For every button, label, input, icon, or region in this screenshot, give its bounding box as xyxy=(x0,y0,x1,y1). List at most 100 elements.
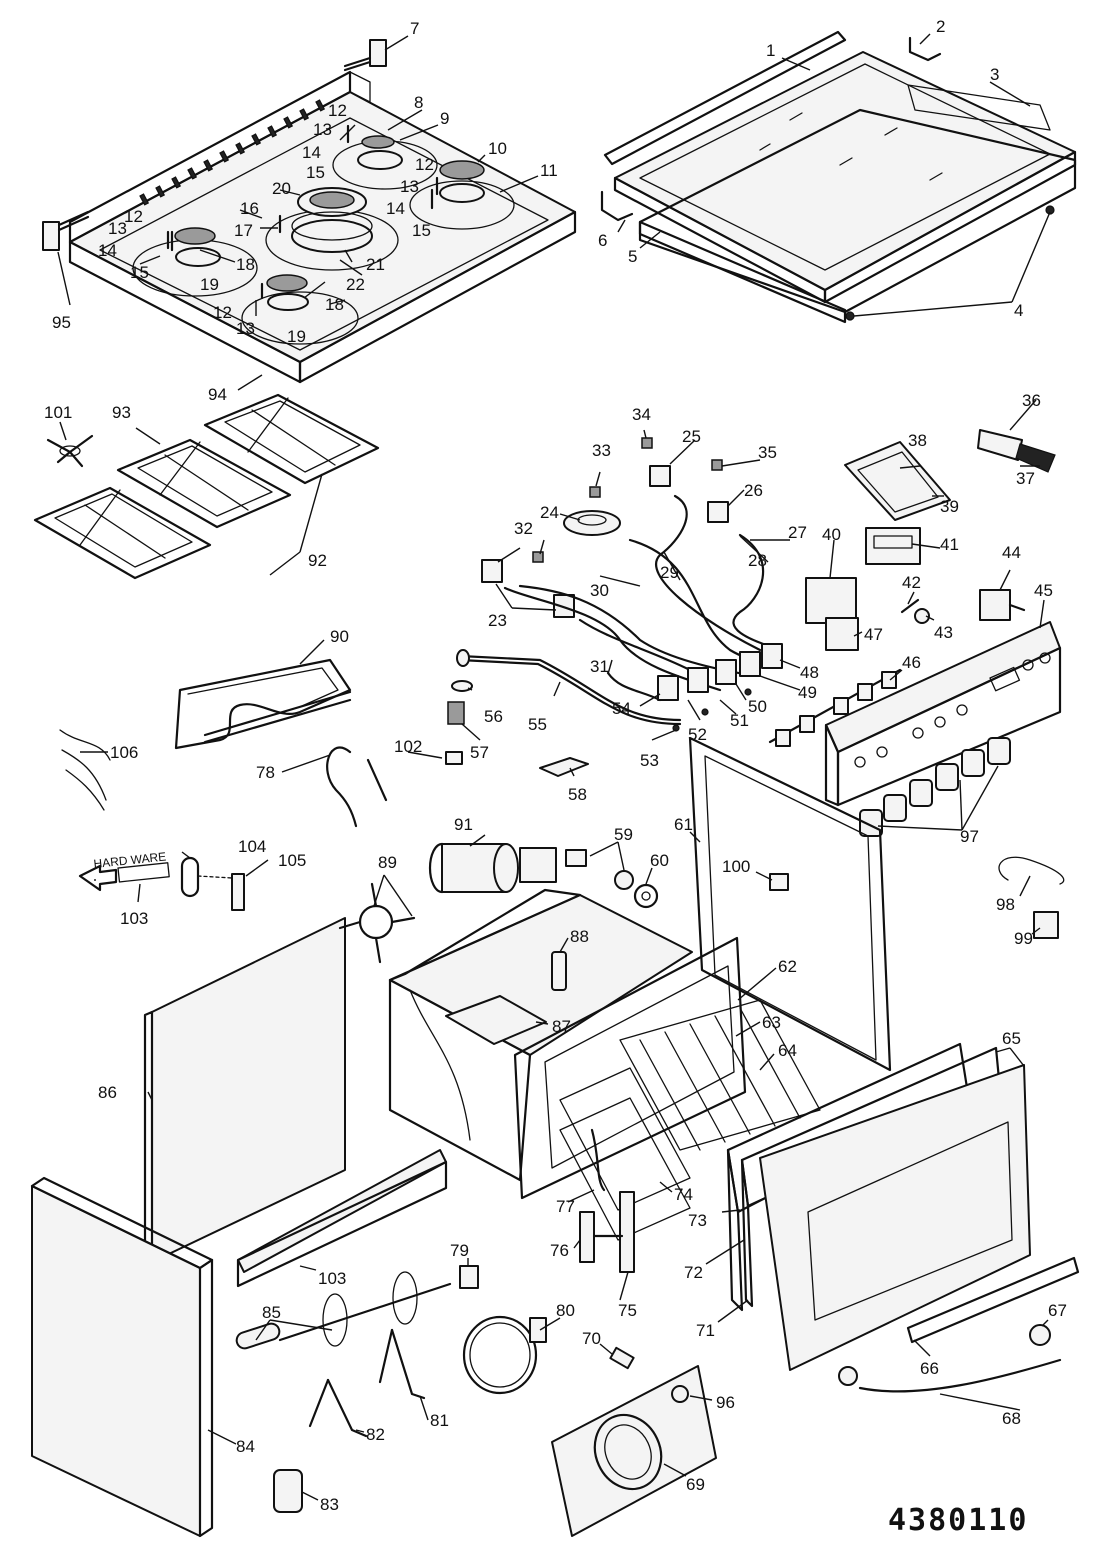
callout-7: 7 xyxy=(410,19,419,38)
callout-91: 91 xyxy=(454,815,473,834)
callout-92: 92 xyxy=(308,551,327,570)
callout-14a: 14 xyxy=(302,143,321,162)
callout-41: 41 xyxy=(940,535,959,554)
callout-18a: 18 xyxy=(236,255,255,274)
callout-31: 31 xyxy=(590,657,609,676)
callout-14c: 14 xyxy=(98,241,117,260)
misc-parts xyxy=(59,658,1065,964)
callout-19b: 19 xyxy=(287,327,306,346)
callout-8: 8 xyxy=(414,93,423,112)
callout-64: 64 xyxy=(778,1041,797,1060)
callout-36: 36 xyxy=(1022,391,1041,410)
control-knobs xyxy=(859,737,1011,837)
callout-10: 10 xyxy=(488,139,507,158)
callout-28: 28 xyxy=(748,551,767,570)
callout-labels: 1 2 3 4 5 6 7 8 9 10 11 12 12 12 12 13 1… xyxy=(44,17,1067,1538)
callout-67: 67 xyxy=(1048,1301,1067,1320)
callout-29: 29 xyxy=(660,563,679,582)
control-components xyxy=(768,429,1062,837)
callout-6: 6 xyxy=(598,231,607,250)
lower-parts xyxy=(235,1256,1080,1537)
callout-89: 89 xyxy=(378,853,397,872)
callout-30: 30 xyxy=(590,581,609,600)
callout-60: 60 xyxy=(650,851,669,870)
callout-105: 105 xyxy=(278,851,306,870)
oven-door xyxy=(726,1042,1031,1371)
callout-57: 57 xyxy=(470,743,489,762)
callout-58: 58 xyxy=(568,785,587,804)
gas-valves-and-tubes xyxy=(447,437,783,732)
callout-102: 102 xyxy=(394,737,422,756)
callout-13a: 13 xyxy=(313,120,332,139)
callout-63: 63 xyxy=(762,1013,781,1032)
drawing-code: 4380110 xyxy=(888,1503,1028,1538)
callout-15a: 15 xyxy=(306,163,325,182)
hardware-label: HARD WARE xyxy=(93,849,167,871)
callout-50: 50 xyxy=(748,697,767,716)
part-7 xyxy=(343,39,387,72)
callout-69: 69 xyxy=(686,1475,705,1494)
callout-26: 26 xyxy=(744,481,763,500)
callout-93: 93 xyxy=(112,403,131,422)
callout-33: 33 xyxy=(592,441,611,460)
callout-98: 98 xyxy=(996,895,1015,914)
callout-70: 70 xyxy=(582,1329,601,1348)
part-95 xyxy=(42,210,90,251)
leader-lines xyxy=(57,33,1051,1501)
callout-52: 52 xyxy=(688,725,707,744)
callout-47: 47 xyxy=(864,625,883,644)
callout-51: 51 xyxy=(730,711,749,730)
callout-61: 61 xyxy=(674,815,693,834)
callout-21: 21 xyxy=(366,255,385,274)
callout-13d: 13 xyxy=(236,319,255,338)
callout-96: 96 xyxy=(716,1393,735,1412)
callout-12d: 12 xyxy=(213,303,232,322)
callout-13b: 13 xyxy=(400,177,419,196)
callout-101: 101 xyxy=(44,403,72,422)
callout-66: 66 xyxy=(920,1359,939,1378)
callout-17: 17 xyxy=(234,221,253,240)
back-panel-slots xyxy=(139,99,326,206)
callout-11: 11 xyxy=(540,161,558,180)
callout-90: 90 xyxy=(330,627,349,646)
callout-12a: 12 xyxy=(328,101,347,120)
callout-81: 81 xyxy=(430,1411,449,1430)
callout-77: 77 xyxy=(556,1197,575,1216)
callout-73: 73 xyxy=(688,1211,707,1230)
pan-grates xyxy=(33,393,380,580)
callout-5: 5 xyxy=(628,247,637,266)
callout-54: 54 xyxy=(612,699,631,718)
callout-4: 4 xyxy=(1014,301,1023,320)
callout-79: 79 xyxy=(450,1241,469,1260)
callout-106: 106 xyxy=(110,743,138,762)
callout-82: 82 xyxy=(366,1425,385,1444)
callout-103a: 103 xyxy=(120,909,148,928)
callout-76: 76 xyxy=(550,1241,569,1260)
callout-85: 85 xyxy=(262,1303,281,1322)
callout-12c: 12 xyxy=(124,207,143,226)
callout-72: 72 xyxy=(684,1263,703,1282)
callout-13c: 13 xyxy=(108,219,127,238)
callout-23: 23 xyxy=(488,611,507,630)
callout-95: 95 xyxy=(52,313,71,332)
callout-74: 74 xyxy=(674,1185,693,1204)
side-panels xyxy=(30,917,448,1538)
callout-88: 88 xyxy=(570,927,589,946)
callout-14b: 14 xyxy=(386,199,405,218)
callout-22: 22 xyxy=(346,275,365,294)
callout-42: 42 xyxy=(902,573,921,592)
callout-25: 25 xyxy=(682,427,701,446)
callout-75: 75 xyxy=(618,1301,637,1320)
callout-99: 99 xyxy=(1014,929,1033,948)
callout-44: 44 xyxy=(1002,543,1021,562)
callout-68: 68 xyxy=(1002,1409,1021,1428)
callout-48: 48 xyxy=(800,663,819,682)
callout-87: 87 xyxy=(552,1017,571,1036)
callout-34: 34 xyxy=(632,405,651,424)
callout-86: 86 xyxy=(98,1083,117,1102)
door-hinges xyxy=(579,1128,635,1273)
callout-84: 84 xyxy=(236,1437,255,1456)
callout-71: 71 xyxy=(696,1321,715,1340)
callout-15c: 15 xyxy=(130,263,149,282)
callout-35: 35 xyxy=(758,443,777,462)
